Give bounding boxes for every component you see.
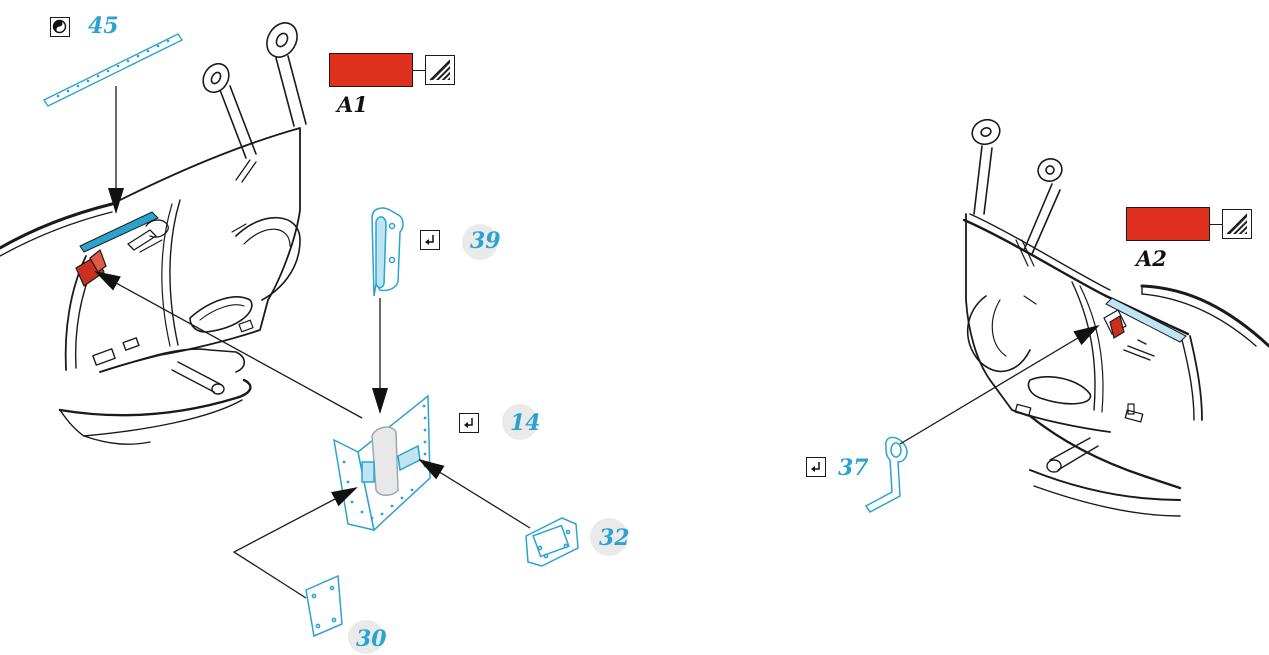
part-number-39: 39 — [470, 228, 501, 254]
red-part-left — [75, 249, 107, 287]
leader-line-37 — [899, 324, 1100, 445]
glossy-icon — [425, 55, 455, 85]
photo-etch-icon — [50, 17, 70, 37]
paint-swatch-a2 — [1126, 207, 1210, 241]
part-number-45: 45 — [88, 13, 119, 39]
part-number-39-bg — [462, 224, 498, 260]
grab-handle-knobs — [202, 22, 298, 94]
part-14-panel — [333, 394, 431, 532]
grab-handle-knobs-right — [971, 118, 1063, 182]
paint-swatch-a1 — [329, 53, 413, 87]
bend-icon — [420, 230, 440, 250]
part-number-14: 14 — [510, 410, 541, 436]
installed-strip-right — [1105, 297, 1187, 343]
paint-code-a2: A2 — [1136, 246, 1167, 271]
part-30-plate — [305, 574, 343, 638]
part-number-37: 37 — [838, 455, 869, 481]
left-cockpit-side-panel — [0, 55, 307, 445]
glossy-icon — [1222, 209, 1252, 239]
part-45-strip — [42, 33, 184, 107]
swatch-connector-a1 — [413, 70, 425, 72]
installed-strip-left — [79, 211, 159, 253]
part-number-30: 30 — [356, 626, 387, 652]
part-number-14-bg — [502, 404, 538, 440]
bend-icon — [459, 413, 479, 433]
part-37-hinge — [864, 436, 908, 513]
paint-code-a1: A1 — [337, 92, 368, 117]
part-39-bracket — [371, 207, 404, 297]
part-number-30-bg — [348, 620, 384, 654]
part-number-32-bg — [590, 518, 628, 556]
red-part-right — [1103, 309, 1127, 339]
swatch-connector-a2 — [1210, 224, 1222, 226]
bend-icon — [806, 457, 826, 477]
leader-lines-left — [94, 86, 531, 599]
part-32-plate — [525, 517, 579, 567]
part-number-32: 32 — [599, 525, 630, 551]
